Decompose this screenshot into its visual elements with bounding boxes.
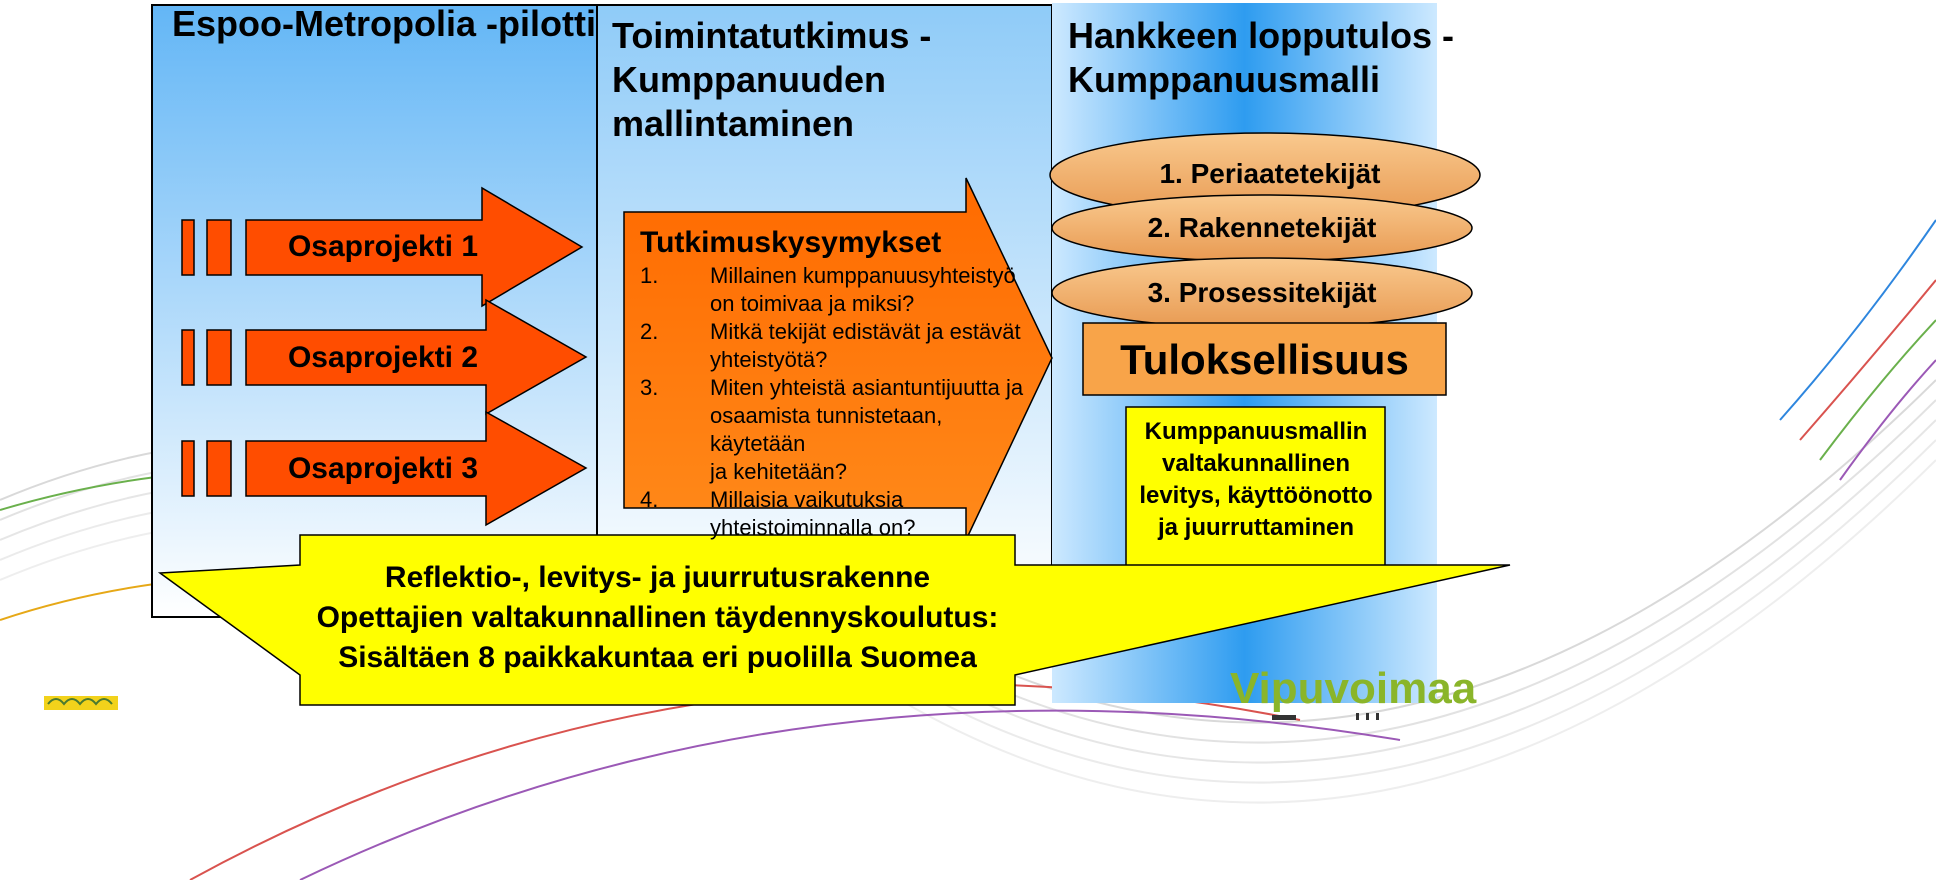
bottom-line-3: Sisältäen 8 paikkakuntaa eri puolilla Su… <box>338 641 977 674</box>
research-question-4: 4. Millaisia vaikutuksia yhteistoiminnal… <box>640 486 1040 542</box>
subproject-arrow-2 <box>181 298 588 416</box>
subproject-arrow-1 <box>181 186 584 308</box>
research-questions-list: 1. Millainen kumppanuusyhteistyö on toim… <box>640 262 1040 542</box>
question-text: Miten yhteistä asiantuntijuutta ja osaam… <box>710 374 1040 486</box>
middle-column-title: Toimintatutkimus - Kumppanuuden mallinta… <box>612 14 931 146</box>
research-questions-arrow <box>623 177 1053 541</box>
research-questions-title: Tutkimuskysymykset <box>640 226 942 259</box>
subproject-label-3: Osaprojekti 3 <box>287 452 479 485</box>
right-title-line-1: Hankkeen lopputulos - <box>1068 15 1455 56</box>
left-column-title: Espoo-Metropolia -pilotti <box>172 3 596 44</box>
subproject-label-2: Osaprojekti 2 <box>287 341 479 374</box>
research-question-2: 2. Mitkä tekijät edistävät ja estävät yh… <box>640 318 1040 374</box>
dissemination-line: levitys, käyttöönotto <box>1139 482 1373 509</box>
factor-label-3: 3. Prosessitekijät <box>1147 277 1377 308</box>
vipuvoimaa-logo-mark <box>1272 713 1379 720</box>
question-number: 4. <box>640 487 659 512</box>
question-line: Millaisia vaikutuksia <box>710 487 904 512</box>
research-question-1: 1. Millainen kumppanuusyhteistyö on toim… <box>640 262 1040 318</box>
bottom-line-1: Reflektio-, levitys- ja juurrutusrakenne <box>384 561 931 594</box>
crest-logo <box>44 696 118 710</box>
factor-label-1: 1. Periaatetekijät <box>1159 158 1381 189</box>
question-line: Mitkä tekijät edistävät ja estävät <box>710 319 1021 344</box>
dissemination-label: Kumppanuusmallin valtakunnallinen levity… <box>1120 416 1392 544</box>
question-number: 2. <box>640 319 659 344</box>
subproject-arrow-3 <box>181 410 588 527</box>
result-label: Tuloksellisuus <box>1120 336 1409 383</box>
bottom-line-2: Opettajien valtakunnallinen täydennyskou… <box>316 601 999 634</box>
question-line: yhteistoiminnalla on? <box>710 515 916 540</box>
question-line: Millainen kumppanuusyhteistyö <box>710 263 1016 288</box>
middle-title-line-2: Kumppanuuden <box>612 59 886 100</box>
question-line: yhteistyötä? <box>710 347 828 372</box>
question-text: Millaisia vaikutuksia yhteistoiminnalla … <box>710 486 915 542</box>
right-column-title: Hankkeen lopputulos - Kumppanuusmalli <box>1068 14 1454 102</box>
question-line: ja kehitetään? <box>710 459 847 484</box>
middle-title-line-1: Toimintatutkimus - <box>612 15 932 56</box>
subproject-label-1: Osaprojekti 1 <box>287 230 479 263</box>
bottom-yellow-arrow <box>157 534 1511 706</box>
dissemination-line: valtakunnallinen <box>1161 450 1351 477</box>
research-question-3: 3. Miten yhteistä asiantuntijuutta ja os… <box>640 374 1040 486</box>
question-line: osaamista tunnistetaan, käytetään <box>710 403 943 456</box>
middle-title-line-3: mallintaminen <box>612 103 855 144</box>
question-line: on toimivaa ja miksi? <box>710 291 915 316</box>
question-text: Mitkä tekijät edistävät ja estävät yhtei… <box>710 318 1021 374</box>
right-title-line-2: Kumppanuusmalli <box>1068 59 1381 100</box>
question-text: Millainen kumppanuusyhteistyö on toimiva… <box>710 262 1016 318</box>
dissemination-line: ja juurruttaminen <box>1157 514 1355 541</box>
vipuvoimaa-logo-text: Vipuvoimaa <box>1230 664 1477 713</box>
left-column-panel <box>151 4 598 618</box>
factor-label-2: 2. Rakennetekijät <box>1147 212 1377 243</box>
bottom-arrow-label: Reflektio-, levitys- ja juurrutusrakenne… <box>300 558 1015 678</box>
question-number: 3. <box>640 375 659 400</box>
dissemination-line: Kumppanuusmallin <box>1144 418 1368 445</box>
result-box <box>1082 322 1447 396</box>
question-number: 1. <box>640 263 659 288</box>
question-line: Miten yhteistä asiantuntijuutta ja <box>710 375 1024 400</box>
